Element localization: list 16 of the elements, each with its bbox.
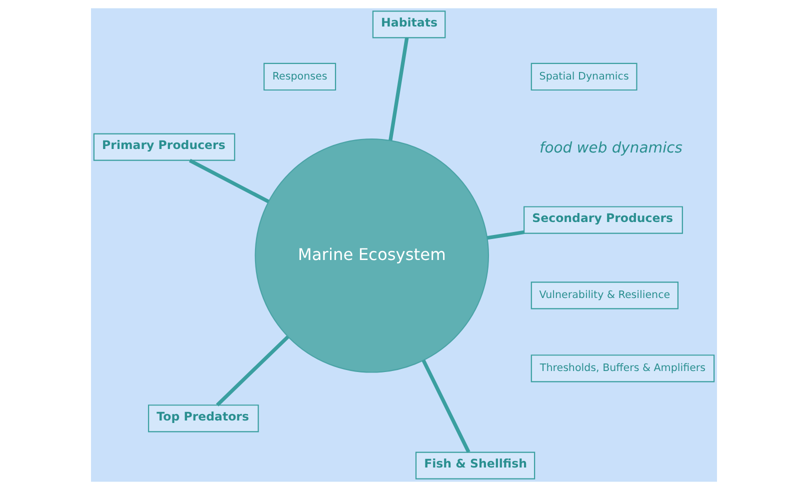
connector	[188, 158, 270, 204]
node-box: Spatial Dynamics	[530, 62, 638, 91]
node-box: Vulnerability & Resilience	[530, 282, 679, 310]
node-box: Secondary Producers	[524, 206, 683, 234]
node-box: Habitats	[372, 10, 446, 38]
node-box: Responses	[264, 62, 336, 91]
connector	[216, 335, 290, 406]
node-box: Thresholds, Buffers & Amplifiers	[530, 354, 715, 382]
connector	[388, 38, 409, 141]
connector	[486, 230, 524, 240]
connector	[422, 360, 470, 453]
node-circle: Marine Ecosystem	[254, 138, 490, 373]
node-box: Top Predators	[148, 404, 259, 432]
label: food web dynamics	[540, 140, 682, 157]
node-box: Fish & Shellfish	[415, 452, 536, 480]
node-box: Primary Producers	[93, 133, 236, 161]
